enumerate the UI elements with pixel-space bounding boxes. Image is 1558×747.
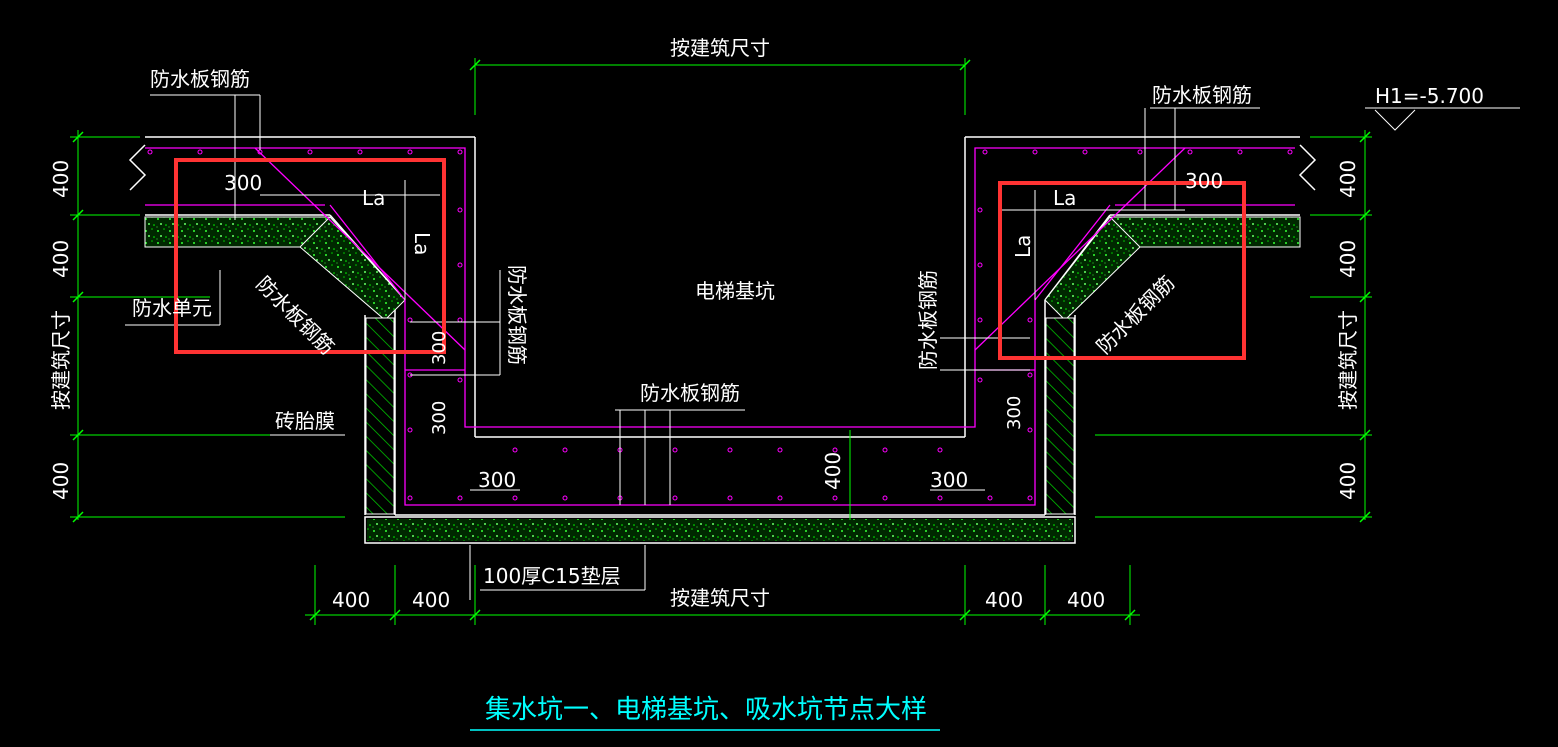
dim-300-right-top: 300 [1185, 169, 1223, 193]
brick-mold-label: 砖胎膜 [275, 409, 335, 433]
bottom-dim-3: 400 [985, 588, 1023, 612]
right-dim-4: 400 [1336, 462, 1360, 500]
la-left-horizontal: La [362, 186, 385, 210]
right-dim-3: 按建筑尺寸 [1336, 310, 1360, 410]
right-dim-1: 400 [1336, 160, 1360, 198]
right-dim-2: 400 [1336, 240, 1360, 278]
rebar-diag-left-label: 防水板钢筋 [251, 272, 339, 360]
bottom-dim-2: 400 [412, 588, 450, 612]
la-left-vertical: La [410, 232, 434, 255]
waterproof-unit-label: 防水单元 [132, 296, 212, 320]
bottom-dim-1: 400 [332, 588, 370, 612]
bottom-dimension-label: 按建筑尺寸 [670, 586, 770, 610]
rebar-top-right-label: 防水板钢筋 [1152, 83, 1252, 107]
left-dim-2: 400 [49, 240, 73, 278]
leader-lines [125, 94, 1520, 600]
rebar-vert-left-label: 防水板钢筋 [505, 265, 529, 365]
concrete-fill [144, 216, 1301, 541]
rebar-bottom-label: 防水板钢筋 [640, 381, 740, 405]
rebar-vert-right-label: 防水板钢筋 [916, 270, 940, 370]
dim-300-left-wall2: 300 [429, 401, 450, 435]
pit-name-label: 电梯基坑 [695, 279, 775, 303]
left-dim-4: 400 [49, 462, 73, 500]
left-dim-1: 400 [49, 160, 73, 198]
rebar-diag-right-label: 防水板钢筋 [1092, 271, 1180, 359]
top-dimension-label: 按建筑尺寸 [670, 36, 770, 60]
dim-400-pit-floor: 400 [821, 452, 845, 490]
drawing-title: 集水坑一、电梯基坑、吸水坑节点大样 [485, 695, 927, 725]
highlight-left [174, 158, 446, 354]
left-dim-3: 按建筑尺寸 [49, 310, 73, 410]
dim-300-right-wall: 300 [1004, 396, 1025, 430]
highlight-boxes [174, 158, 1246, 360]
rebar-dots [147, 149, 1293, 501]
elevation-label: H1=-5.700 [1375, 84, 1484, 108]
dim-300-left-bottom: 300 [478, 468, 516, 492]
bottom-dim-4: 400 [1067, 588, 1105, 612]
dim-300-right-bottom: 300 [930, 468, 968, 492]
structure-outline [128, 136, 1317, 544]
highlight-right [998, 181, 1246, 360]
cushion-label: 100厚C15垫层 [483, 564, 621, 588]
la-right-vertical: La [1011, 235, 1035, 258]
dimension-ticks [72, 59, 1371, 621]
dim-300-left-top: 300 [224, 171, 262, 195]
dim-300-left-wall: 300 [429, 331, 450, 365]
rebar-top-left-label: 防水板钢筋 [150, 67, 250, 91]
la-right-horizontal: La [1053, 186, 1076, 210]
